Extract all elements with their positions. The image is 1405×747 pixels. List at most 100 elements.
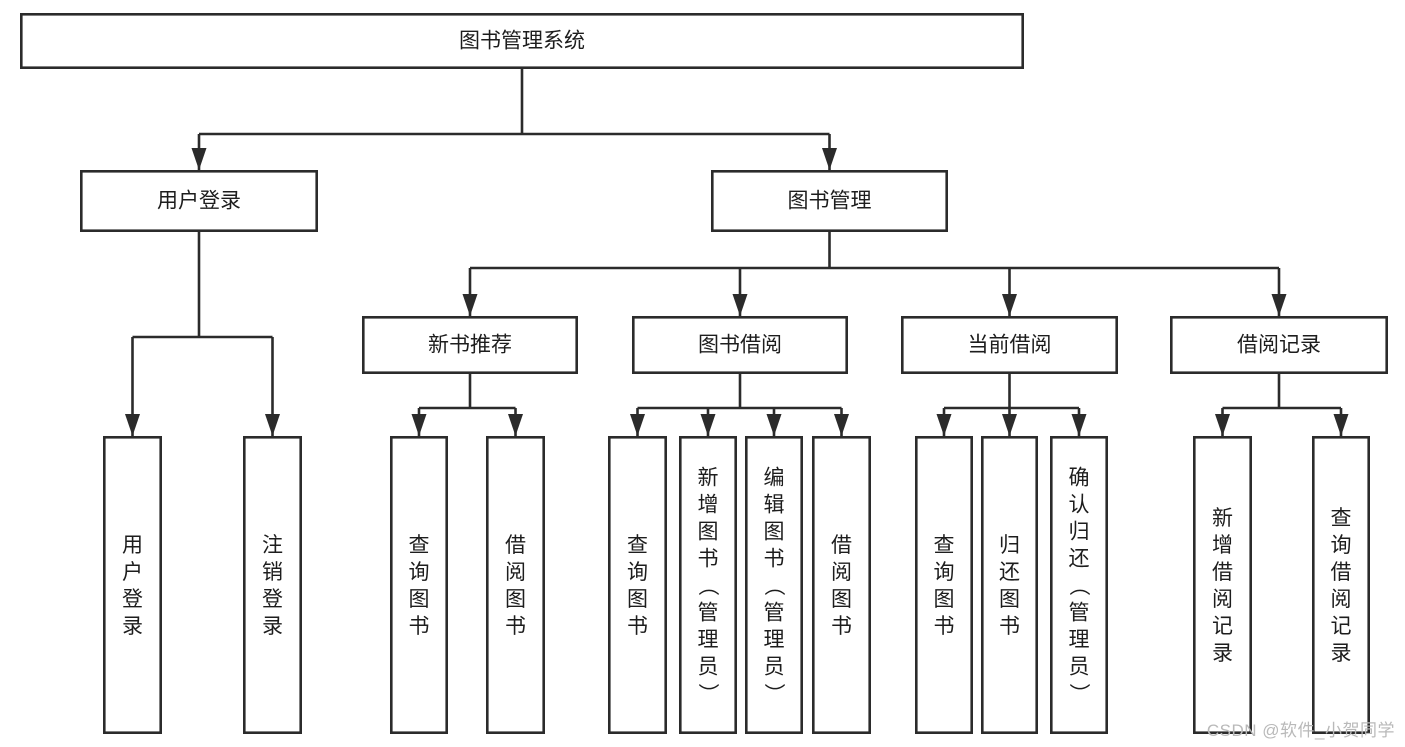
node-box-leaf-return-book[interactable] <box>980 435 1038 734</box>
node-label-leaf-query-book-current-char: 询 <box>934 561 955 584</box>
node-label-leaf-add-borrow-record-char: 借 <box>1212 561 1233 584</box>
node-label-leaf-return-book-char: 图 <box>999 588 1020 611</box>
arrow-head-icon <box>766 414 782 436</box>
node-box-leaf-confirm-return-admin[interactable] <box>1050 435 1109 734</box>
node-box-book-manage[interactable] <box>710 170 948 233</box>
node-box-leaf-query-book-recommend[interactable] <box>389 435 448 734</box>
arrow-head-icon <box>732 294 748 316</box>
node-label-leaf-edit-book-admin-char: 员 <box>764 656 785 679</box>
node-current-borrow[interactable]: 当前借阅 <box>900 315 1118 374</box>
node-box-user-login[interactable] <box>80 170 318 233</box>
node-label-leaf-borrow-book-borrow-char: 书 <box>831 615 852 638</box>
node-label-leaf-query-book-borrow-char: 书 <box>627 615 648 638</box>
node-new-book-recommend[interactable]: 新书推荐 <box>361 315 578 374</box>
node-label-leaf-confirm-return-admin-char: ） <box>1067 683 1090 704</box>
arrow-head-icon <box>1002 414 1017 436</box>
node-label-leaf-query-book-borrow-char: 询 <box>627 561 648 584</box>
node-label-leaf-borrow-book-recommend-char: 图 <box>505 588 526 611</box>
node-box-leaf-add-borrow-record[interactable] <box>1193 435 1253 734</box>
node-label-leaf-query-book-recommend-char: 询 <box>409 561 430 584</box>
edge-layer <box>125 69 1349 436</box>
node-label-leaf-query-book-current-char: 书 <box>934 615 955 638</box>
arrow-head-icon <box>936 414 952 436</box>
node-label-leaf-logout-login-char: 登 <box>262 588 283 611</box>
node-box-leaf-user-login[interactable] <box>103 435 163 734</box>
node-label-leaf-edit-book-admin-char: ） <box>762 683 785 704</box>
node-label-leaf-logout-login-char: 销 <box>262 561 283 584</box>
node-book-borrow[interactable]: 图书借阅 <box>631 315 848 374</box>
node-label-leaf-query-book-recommend-char: 查 <box>409 534 430 557</box>
node-label-leaf-query-book-borrow-char: 图 <box>627 588 648 611</box>
node-label-book-manage: 图书管理 <box>788 190 872 213</box>
node-box-current-borrow[interactable] <box>900 315 1118 374</box>
node-label-leaf-edit-book-admin-char: 辑 <box>764 494 785 517</box>
arrow-head-icon <box>1071 414 1087 436</box>
node-box-leaf-query-borrow-record[interactable] <box>1312 435 1371 734</box>
node-label-leaf-borrow-book-recommend-char: 阅 <box>505 561 526 584</box>
node-label-leaf-query-book-recommend-char: 书 <box>409 615 430 638</box>
node-label-leaf-logout-login-char: 注 <box>262 534 283 557</box>
node-label-leaf-query-book-current-char: 图 <box>934 588 955 611</box>
node-label-leaf-return-book-char: 归 <box>999 534 1020 557</box>
node-label-leaf-add-book-admin-char: 书 <box>698 548 719 571</box>
node-label-leaf-add-borrow-record-char: 新 <box>1212 507 1233 530</box>
arrow-head-icon <box>630 414 645 436</box>
node-label-leaf-query-borrow-record-char: 记 <box>1331 615 1352 638</box>
node-label-leaf-add-book-admin-char: ） <box>696 683 719 704</box>
arrow-head-icon <box>125 414 140 436</box>
node-label-leaf-return-book-char: 还 <box>999 561 1020 584</box>
node-box-leaf-query-book-borrow[interactable] <box>607 435 667 734</box>
node-label-leaf-add-borrow-record-char: 记 <box>1212 615 1233 638</box>
node-leaf-user-login[interactable]: 用户登录 <box>103 435 163 734</box>
node-label-leaf-borrow-book-borrow-char: 阅 <box>831 561 852 584</box>
node-label-leaf-add-borrow-record-char: 录 <box>1212 642 1233 665</box>
node-box-new-book-recommend[interactable] <box>361 315 578 374</box>
node-root[interactable]: 图书管理系统 <box>19 13 1025 70</box>
node-box-leaf-edit-book-admin[interactable] <box>744 435 803 734</box>
node-box-leaf-borrow-book-recommend[interactable] <box>485 435 545 734</box>
node-box-leaf-borrow-book-borrow[interactable] <box>811 435 871 734</box>
arrow-head-icon <box>822 148 837 170</box>
node-label-leaf-confirm-return-admin-char: 认 <box>1069 494 1090 517</box>
arrow-head-icon <box>462 294 478 316</box>
arrow-head-icon <box>1271 294 1287 316</box>
node-box-leaf-query-book-current[interactable] <box>914 435 973 734</box>
node-label-leaf-query-borrow-record-char: 借 <box>1331 561 1352 584</box>
node-label-leaf-logout-login-char: 录 <box>262 615 283 638</box>
node-label-leaf-add-book-admin-char: 理 <box>698 629 719 652</box>
node-book-manage[interactable]: 图书管理 <box>710 170 948 233</box>
node-borrow-record[interactable]: 借阅记录 <box>1170 315 1389 374</box>
node-label-leaf-add-book-admin-char: 管 <box>698 602 719 625</box>
node-label-leaf-edit-book-admin-char: 图 <box>764 521 785 544</box>
node-box-borrow-record[interactable] <box>1170 315 1389 374</box>
node-label-leaf-edit-book-admin-char: 编 <box>764 467 785 490</box>
node-label-borrow-record: 借阅记录 <box>1237 334 1321 357</box>
node-label-leaf-add-borrow-record-char: 阅 <box>1212 588 1233 611</box>
node-label-leaf-add-borrow-record-char: 增 <box>1212 534 1233 557</box>
arrow-head-icon <box>411 414 427 436</box>
node-user-login[interactable]: 用户登录 <box>80 170 318 233</box>
node-label-leaf-query-book-recommend-char: 图 <box>409 588 430 611</box>
node-label-leaf-query-book-current-char: 查 <box>934 534 955 557</box>
arrow-head-icon <box>508 414 523 436</box>
node-box-leaf-add-book-admin[interactable] <box>678 435 737 734</box>
node-box-leaf-logout-login[interactable] <box>243 435 303 734</box>
node-label-new-book-recommend: 新书推荐 <box>428 334 512 357</box>
node-box-root[interactable] <box>19 13 1025 70</box>
node-box-book-borrow[interactable] <box>631 315 848 374</box>
node-label-book-borrow: 图书借阅 <box>698 334 782 357</box>
node-label-leaf-borrow-book-recommend-char: 书 <box>505 615 526 638</box>
